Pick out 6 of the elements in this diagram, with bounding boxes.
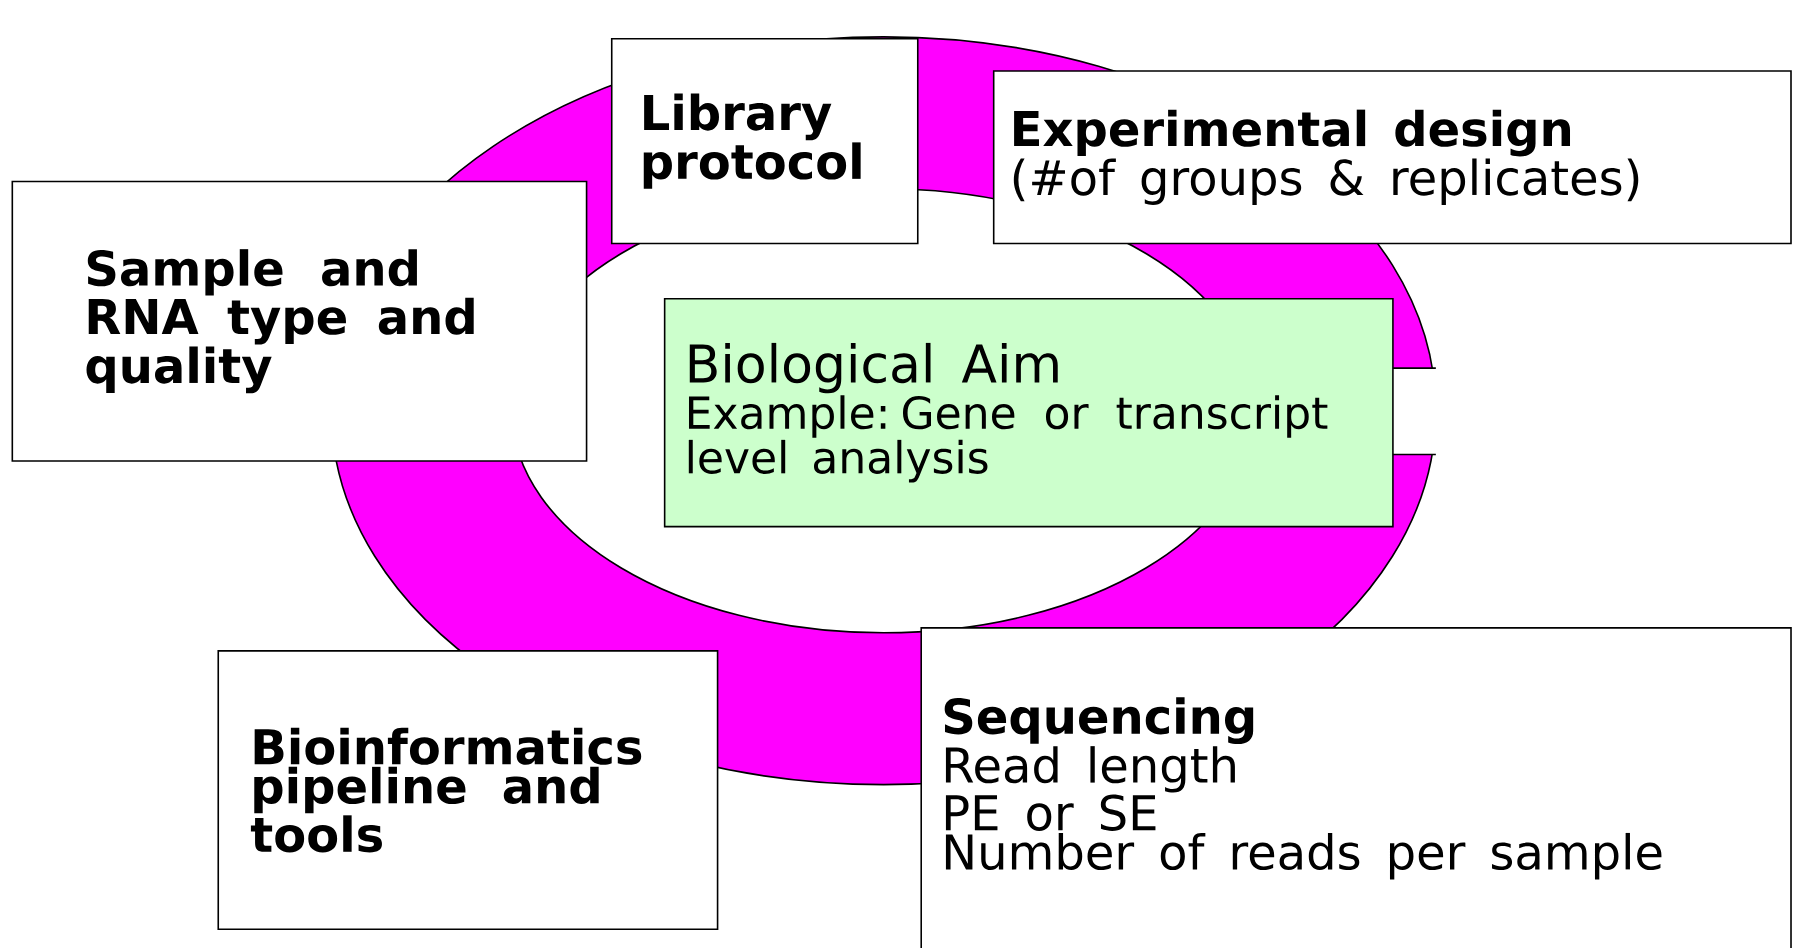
text-box: Bioinformatics pipeline and tools — [217, 650, 719, 931]
text-box: Sample and RNA type and quality — [11, 180, 588, 462]
text-box: Library protocol — [610, 37, 919, 245]
text-box: Experimental design (#of groups & replicates) — [992, 70, 1792, 245]
aim-box: Biological Aim Example: Gene or transcript level analysis — [663, 298, 1394, 528]
text-box: Sequencing Read length PE or SE Number of reads per sample — [920, 627, 1792, 948]
